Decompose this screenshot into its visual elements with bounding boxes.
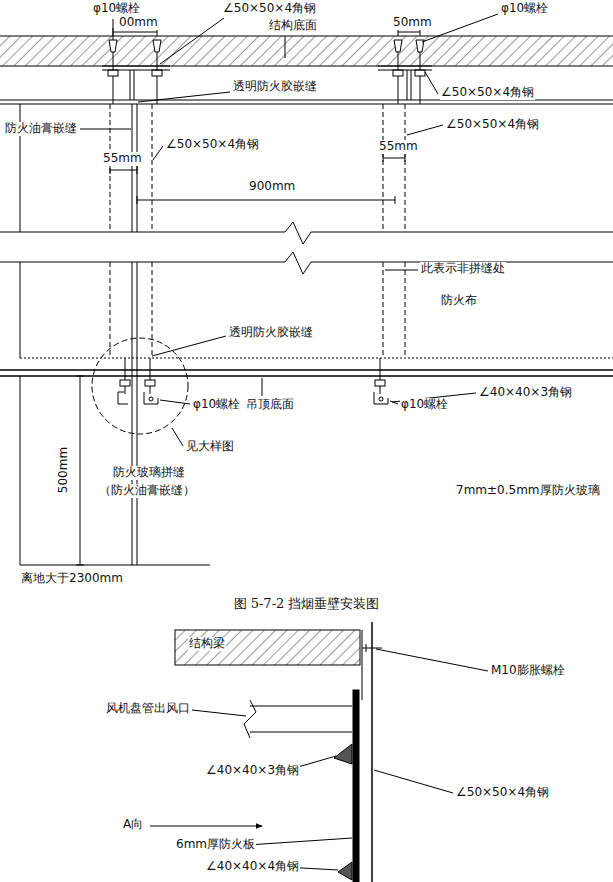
fire-board — [353, 690, 359, 882]
seam-label: 防火玻璃拼缝 — [112, 466, 186, 480]
material-label: 防火布 — [440, 294, 478, 308]
note-label: 此表示非拼缝处 — [420, 262, 506, 276]
note-label: 见大样图 — [185, 440, 235, 454]
dimension-line — [137, 196, 395, 204]
break-line — [0, 222, 613, 244]
part-label: 结构梁 — [188, 637, 226, 651]
view-label: A向 — [122, 818, 144, 832]
dimension-line — [110, 166, 137, 174]
part-label: ∠40×40×3角钢 — [478, 386, 573, 400]
figure-caption: 图 5-7-2 挡烟垂壁安装图 — [0, 596, 613, 612]
surface-label: 吊顶底面 — [245, 398, 295, 412]
leader-lines — [192, 649, 488, 870]
seal-label: 透明防火胶嵌缝 — [228, 326, 314, 340]
dimension-line — [76, 376, 84, 565]
dimension-label: 离地大于2300mm — [20, 572, 124, 586]
break-line — [0, 252, 613, 274]
part-label: ∠50×50×4角钢 — [455, 786, 550, 800]
dimension-label: 50mm — [392, 16, 433, 30]
dimension-label: 500mm — [57, 446, 71, 494]
structural-beam — [175, 630, 360, 665]
bolt-label: M10膨胀螺栓 — [490, 664, 566, 678]
part-label: ∠40×40×4角钢 — [205, 860, 300, 874]
part-label: ∠50×50×4角钢 — [165, 138, 260, 152]
concrete-slab — [0, 36, 613, 66]
dimension-label: 55mm — [102, 152, 143, 166]
leader-lines — [80, 14, 498, 446]
material-label: 6mm厚防火板 — [175, 838, 256, 852]
surface-label: 结构底面 — [268, 19, 318, 33]
seal-label: 透明防火胶嵌缝 — [232, 80, 318, 94]
part-label: ∠40×40×3角钢 — [205, 764, 300, 778]
air-outlet — [244, 700, 352, 738]
bolt-label: φ10螺栓 — [92, 2, 141, 16]
angle-steel — [338, 862, 352, 880]
view-arrow — [150, 826, 262, 827]
expansion-bolt — [362, 644, 382, 652]
part-label: 风机盘管出风口 — [105, 702, 191, 716]
angle-steel — [371, 622, 373, 882]
bolt-label: φ10螺栓 — [400, 398, 449, 412]
dimension-label: 900mm — [248, 180, 296, 194]
expansion-bolts — [108, 40, 425, 104]
seam-label: （防火油膏嵌缝） — [98, 484, 196, 498]
dimension-label: 55mm — [378, 140, 419, 154]
angle-steel — [102, 66, 170, 100]
seal-label: 防火油膏嵌缝 — [4, 122, 78, 136]
bolt-label: φ10螺栓 — [192, 398, 241, 412]
dimension-line — [383, 154, 405, 162]
bolt-label: φ10螺栓 — [500, 2, 549, 16]
part-label: ∠50×50×4角钢 — [440, 86, 535, 100]
angle-steel — [334, 744, 352, 764]
angle-steel — [378, 66, 432, 100]
part-label: ∠50×50×4角钢 — [445, 118, 540, 132]
dimension-label: 00mm — [118, 16, 159, 30]
part-label: ∠50×50×4角钢 — [222, 2, 317, 16]
material-label: 7mm±0.5mm厚防火玻璃 — [455, 484, 601, 498]
detail-circle — [92, 338, 188, 434]
